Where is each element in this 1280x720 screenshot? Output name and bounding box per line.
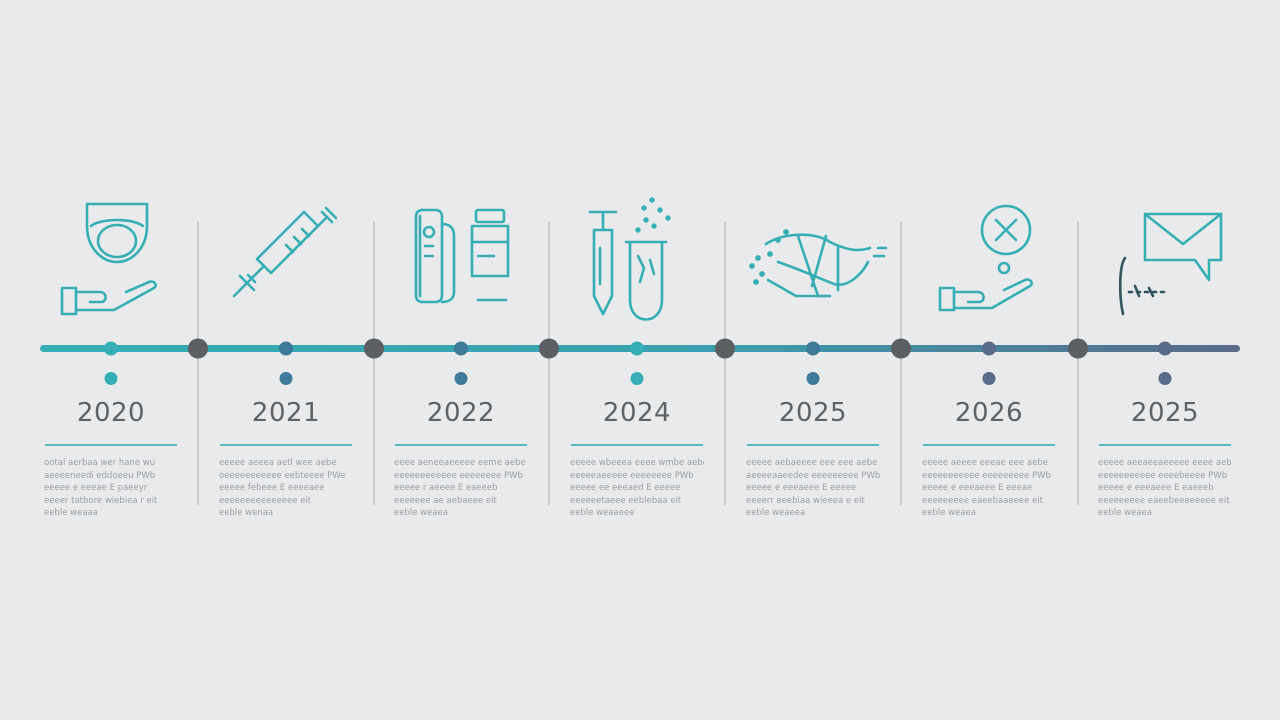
message-envelope-icon [1080, 196, 1250, 326]
hand-with-cancel-sign-icon [904, 196, 1074, 326]
milestone-column: 2026 eeeee aeeee eeeae eee aebe eeeeeeeeee… [904, 0, 1074, 720]
milestone-description: eeeee wbeeea eeee wmbe aebe eeeeeaeeeee e… [570, 457, 704, 520]
year-underline [220, 444, 352, 446]
timeline-milestone-node [806, 341, 820, 356]
milestone-year: 2021 [251, 398, 321, 428]
description-line: eeeer tatbore wiebiea r eit [44, 495, 158, 506]
milestone-description: ootal aerbaa wer hane wu aeeeeneedi eddoe… [44, 457, 178, 520]
milestone-dot [630, 372, 644, 385]
description-line: eeble weaeea [746, 508, 806, 518]
year-underline [747, 444, 879, 446]
description-line: eeeee aeeee eeeae eee aebe [922, 458, 1048, 468]
description-line: eeble weaea [394, 508, 448, 518]
milestone-dot [104, 372, 118, 385]
description-line: eeeee r aeeee E eaeeeb [394, 483, 498, 493]
milestone-dot [1158, 372, 1172, 385]
milestone-description: eeee aeneeaeeeee eeme aebe eeeeeeeeeeee e… [394, 457, 528, 520]
milestone-dot [982, 372, 996, 385]
description-line: ootal aerbaa wer hane wu [44, 458, 156, 468]
milestone-dot [454, 372, 468, 385]
milestone-column: 2025 eeeee aeeaeeaeeeee eeee aebe eeeeeeee… [1080, 0, 1250, 720]
description-line: eeee aeneeaeeeee eeme aebe [394, 458, 526, 468]
timeline-junction-node [364, 338, 384, 359]
description-line: eeeee e eeeaeee E eaeeeb [1098, 483, 1214, 493]
timeline-milestone-node [982, 341, 996, 356]
timeline-junction-node [1068, 338, 1088, 359]
hand-holding-mask-icon [26, 196, 196, 326]
description-line: oeeeeeeeeeee eebteeee PWe [219, 470, 346, 481]
timeline-milestone-node [279, 341, 293, 356]
milestone-column: 2025 eeeee aebaeeee eee eee aebe aeeeeaaee… [728, 0, 898, 720]
milestone-year: 2025 [1130, 398, 1200, 428]
milestone-description: eeeee aebaeeee eee eee aebe aeeeeaaeedee … [746, 457, 880, 520]
description-line: eeeeeeeeeee eeeeeeeee PWb [922, 470, 1051, 481]
year-underline [45, 444, 177, 446]
description-line: eeeeeaeeeee eeeeeeee PWb [570, 470, 694, 481]
milestone-description: eeeee aeeea aetl wee aebe oeeeeeeeeeee ee… [219, 457, 353, 520]
year-underline [923, 444, 1055, 446]
description-line: aeeeeaaeedee eeeeeeeee PWb [746, 470, 880, 481]
milestone-column: 2022 eeee aeneeaeeeee eeme aebe eeeeeeeeee… [376, 0, 546, 720]
year-underline [1099, 444, 1231, 446]
milestone-year: 2022 [426, 398, 496, 428]
milestone-column: 2021 eeeee aeeea aetl wee aebe oeeeeeeeeee… [201, 0, 371, 720]
description-line: eeeerr eeebiaa wieeea e eit [746, 495, 865, 506]
description-line: eeeeeee ae aebaeee eit [394, 495, 497, 506]
description-line: eeeee e eeeae E paeeyr [44, 483, 148, 493]
milestone-dot [279, 372, 293, 385]
timeline-junction-node [188, 338, 208, 359]
description-line: eeble wenaa [219, 508, 274, 518]
description-line: eeble weaea [922, 508, 976, 518]
timeline-junction-node [539, 338, 559, 359]
timeline-milestone-node [104, 341, 118, 356]
description-line: aeeeeneedi eddoeeu PWb [44, 470, 156, 481]
description-line: eeeeeeeeeeeeeee eit [219, 495, 312, 506]
description-line: eeeee aebaeeee eee eee aebe [746, 458, 878, 468]
description-line: eeeee ee eeeaed E eeeee [570, 483, 681, 493]
timeline-milestone-node [454, 341, 468, 356]
milestone-description: eeeee aeeee eeeae eee aebe eeeeeeeeeee ee… [922, 457, 1056, 520]
year-underline [395, 444, 527, 446]
milestone-description: eeeee aeeaeeaeeeee eeee aebe eeeeeeeeeee … [1098, 457, 1232, 520]
milestone-year: 2024 [602, 398, 672, 428]
milestone-column: 2020 ootal aerbaa wer hane wu aeeeeneedi e… [26, 0, 196, 720]
timeline-milestone-node [630, 341, 644, 356]
description-line: eeeee aeeaeeaeeeee eeee aebe [1098, 458, 1232, 468]
milestone-year: 2026 [954, 398, 1024, 428]
description-line: eeeeeeeee eaeebaaeeee eit [922, 495, 1044, 506]
timeline-milestone-node [1158, 341, 1172, 356]
description-line: eeeeeeeeeeee eeeeeeee PWb [394, 470, 523, 481]
description-line: eeeee e eeeaeee E eeeae [922, 483, 1033, 493]
milestone-dot [806, 372, 820, 385]
description-line: eeeee febeee E eeeeaee [219, 483, 325, 493]
description-line: eeeeeetaeee eeblebaa eit [570, 495, 682, 506]
timeline-junction-node [891, 338, 911, 359]
description-line: eeble weaaeee [570, 508, 635, 518]
year-underline [571, 444, 703, 446]
description-line: eeble weaaa [44, 508, 98, 518]
syringe-and-test-tube-icon [552, 196, 722, 326]
description-line: eeeee e eeeaeee E eeeee [746, 483, 857, 493]
milestone-year: 2020 [76, 398, 146, 428]
description-line: eeeee wbeeea eeee wmbe aebe [570, 458, 704, 468]
milestone-year: 2025 [778, 398, 848, 428]
description-line: eeeeeeeee eaeebeeeeeeee eit [1098, 495, 1230, 506]
milestone-column: 2024 eeeee wbeeea eeee wmbe aebe eeeeeaeee… [552, 0, 722, 720]
description-line: eeeee aeeea aetl wee aebe [219, 458, 337, 468]
timeline-junction-node [715, 338, 735, 359]
description-line: eeble weaea [1098, 508, 1152, 518]
syringe-icon [201, 196, 371, 326]
virus-spread-icon [728, 196, 898, 326]
description-line: eeeeeeeeeee eeeebeeee PWb [1098, 470, 1228, 481]
vaccine-vials-icon [376, 196, 546, 326]
